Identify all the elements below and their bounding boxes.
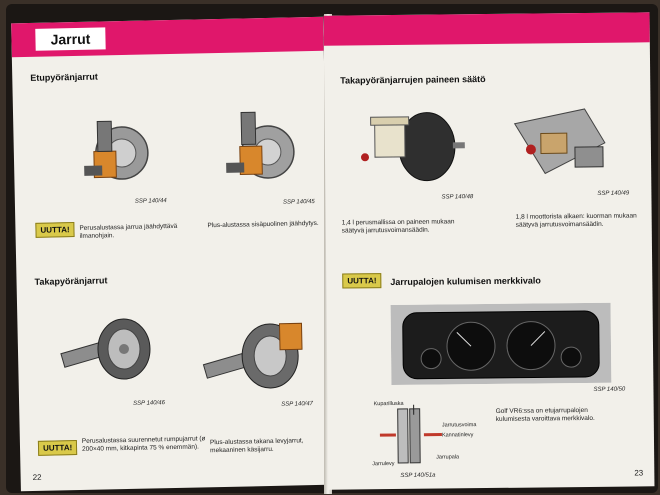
caption-ssp-140-46: SSP 140/46 bbox=[133, 400, 165, 407]
right-page: Takapyöränjarrujen paineen säätö SSP 140… bbox=[323, 12, 655, 490]
left-page: Jarrut Etupyöränjarrut SSP 140/44 SSP 14… bbox=[11, 16, 333, 492]
label-jarrupala: Jarrupala bbox=[436, 454, 460, 461]
front-brake-basic-illustration bbox=[84, 120, 149, 180]
new-badge-front: UUTTA! bbox=[35, 222, 75, 238]
brake-servo-illustration bbox=[361, 112, 465, 182]
caption-ssp-140-44: SSP 140/44 bbox=[134, 198, 167, 205]
caption-ssp-140-47: SSP 140/47 bbox=[281, 401, 314, 408]
caption-ssp-140-51a: SSP 140/51a bbox=[400, 472, 436, 479]
caption-ssp-140-50: SSP 140/50 bbox=[593, 386, 626, 393]
front-brake-plus-illustration bbox=[226, 111, 295, 179]
brake-regulator-illustration bbox=[513, 108, 606, 175]
open-booklet: Jarrut Etupyöränjarrut SSP 140/44 SSP 14… bbox=[6, 4, 658, 494]
instrument-cluster-illustration bbox=[390, 302, 612, 386]
header-band-right bbox=[323, 12, 650, 46]
pad-wear-heading: Jarrupalojen kulumisen merkkivalo bbox=[390, 275, 541, 288]
label-jarrulevy: Jarrulevy bbox=[372, 461, 395, 468]
caption-ssp-140-49: SSP 140/49 bbox=[597, 190, 630, 197]
front-basic-text: Perusalustassa jarrua jäähdyttävä ilmano… bbox=[79, 222, 178, 240]
pad-sensor-diagram bbox=[379, 404, 442, 464]
page-number-right: 23 bbox=[634, 468, 644, 478]
rear-disc-brake-illustration bbox=[202, 322, 303, 389]
caption-ssp-140-48: SSP 140/48 bbox=[441, 194, 474, 201]
pressure-text-load: 1,8 l moottorista alkaen: kuorman mukaan… bbox=[515, 212, 637, 229]
page-number-left: 22 bbox=[32, 472, 42, 482]
rear-brakes-heading: Takapyöränjarrut bbox=[34, 275, 108, 287]
label-kuparilluska: Kuparilluska bbox=[373, 400, 404, 408]
caption-ssp-140-45: SSP 140/45 bbox=[282, 198, 315, 206]
pressure-control-heading: Takapyöränjarrujen paineen säätö bbox=[340, 74, 486, 86]
rear-drum-brake-illustration bbox=[60, 318, 151, 380]
rear-plus-text: Plus-alustassa takana levyjarrut, mekaan… bbox=[209, 437, 304, 455]
pressure-text-basic: 1,4 l perusmallissa on paineen mukaan sä… bbox=[341, 218, 455, 235]
front-plus-text: Plus-alustassa sisäpuolinen jäähdytys. bbox=[207, 219, 319, 230]
label-kannatinlevy: Kannatinlevy bbox=[441, 432, 474, 439]
front-brakes-heading: Etupyöränjarrut bbox=[30, 71, 98, 83]
chapter-title: Jarrut bbox=[35, 27, 106, 51]
label-jarrutusvoima: Jarrutusvoima bbox=[441, 422, 477, 429]
new-badge-warning: UUTTA! bbox=[342, 273, 382, 289]
rear-basic-text: Perusalustassa suurennetut rumpujarrut (… bbox=[81, 435, 206, 453]
pad-wear-text: Golf VR6:ssa on etujarrupalojen kulumise… bbox=[495, 406, 595, 423]
new-badge-rear: UUTTA! bbox=[37, 440, 78, 456]
